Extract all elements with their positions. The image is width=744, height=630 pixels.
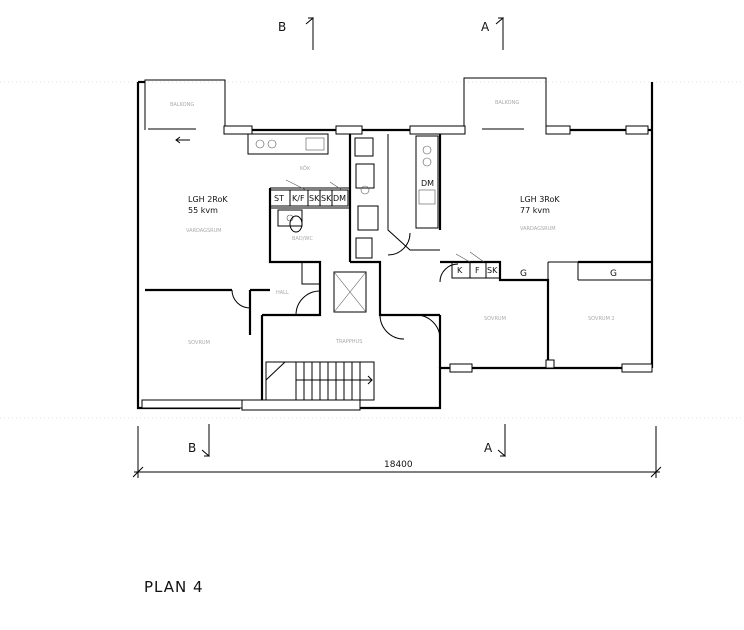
section-label-top-a: A	[481, 20, 490, 34]
kitchen-counter-left: KÖK	[247, 133, 329, 172]
apartment-right-area: 77 kvm	[520, 206, 550, 215]
balcony-left: BALKONG	[144, 79, 226, 144]
fixture-k-label: K	[457, 266, 463, 275]
svg-text:BAD/WC: BAD/WC	[292, 236, 313, 242]
svg-text:SOVRUM: SOVRUM	[484, 316, 506, 322]
stair-treads	[265, 361, 373, 400]
section-marker-bottom-b: B	[188, 424, 210, 458]
top-windows	[223, 125, 649, 135]
fixture-kf-label: K/F	[292, 194, 305, 203]
fixture-labels-right: K F SK G G	[451, 251, 617, 279]
svg-text:SOVRUM 2: SOVRUM 2	[588, 316, 615, 322]
fixture-g1-label: G	[520, 269, 527, 279]
svg-text:VARDAGSRUM: VARDAGSRUM	[520, 226, 556, 232]
fixture-labels-left: ST K/F SK SK DM	[269, 179, 349, 207]
apartment-left-label: LGH 2RoK 55 kvm	[188, 195, 228, 215]
section-label-bottom-b: B	[188, 441, 196, 455]
svg-text:VARDAGSRUM: VARDAGSRUM	[186, 228, 222, 234]
fixture-dm-left-label: DM	[333, 194, 346, 203]
section-marker-bottom-a: A	[484, 424, 506, 458]
apartment-right-label: LGH 3RoK 77 kvm	[520, 195, 560, 215]
plan-title: PLAN 4	[144, 578, 204, 596]
outer-walls	[136, 80, 654, 410]
fixture-st-label: ST	[274, 194, 284, 203]
section-marker-top-a: A	[481, 16, 504, 50]
svg-text:BALKONG: BALKONG	[495, 100, 519, 106]
fixture-g2-label: G	[610, 269, 617, 279]
balcony-right: BALKONG	[463, 77, 547, 130]
bathroom-left: BAD/WC	[277, 209, 321, 285]
kitchen-counter-right	[354, 135, 439, 259]
svg-text:KÖK: KÖK	[300, 165, 311, 172]
context-lines	[0, 81, 744, 419]
section-label-top-b: B	[278, 20, 286, 34]
svg-text:BALKONG: BALKONG	[170, 102, 194, 108]
apartment-left-area: 55 kvm	[188, 206, 218, 215]
dimension-line: 18400	[132, 426, 662, 478]
room-name-ghosts: VARDAGSRUM SOVRUM HALL VARDAGSRUM SOVRUM…	[186, 226, 615, 346]
apartment-right-name: LGH 3RoK	[520, 195, 560, 204]
svg-text:SOVRUM: SOVRUM	[188, 340, 210, 346]
fixture-f-label: F	[475, 266, 480, 275]
fixture-dm-right-label: DM	[421, 179, 434, 188]
svg-text:HALL: HALL	[276, 290, 289, 296]
stair-hall: TRAPPHUS	[265, 271, 375, 401]
bottom-windows	[141, 359, 653, 411]
door-swings	[231, 232, 459, 340]
fixture-sk1-label: SK	[309, 194, 320, 203]
section-marker-top-b: B	[278, 16, 314, 50]
section-label-bottom-a: A	[484, 441, 493, 455]
fixture-sk2-label: SK	[321, 194, 332, 203]
svg-text:TRAPPHUS: TRAPPHUS	[335, 339, 362, 345]
fixture-sk3-label: SK	[487, 266, 498, 275]
dimension-label: 18400	[384, 460, 413, 470]
apartment-left-name: LGH 2RoK	[188, 195, 228, 204]
